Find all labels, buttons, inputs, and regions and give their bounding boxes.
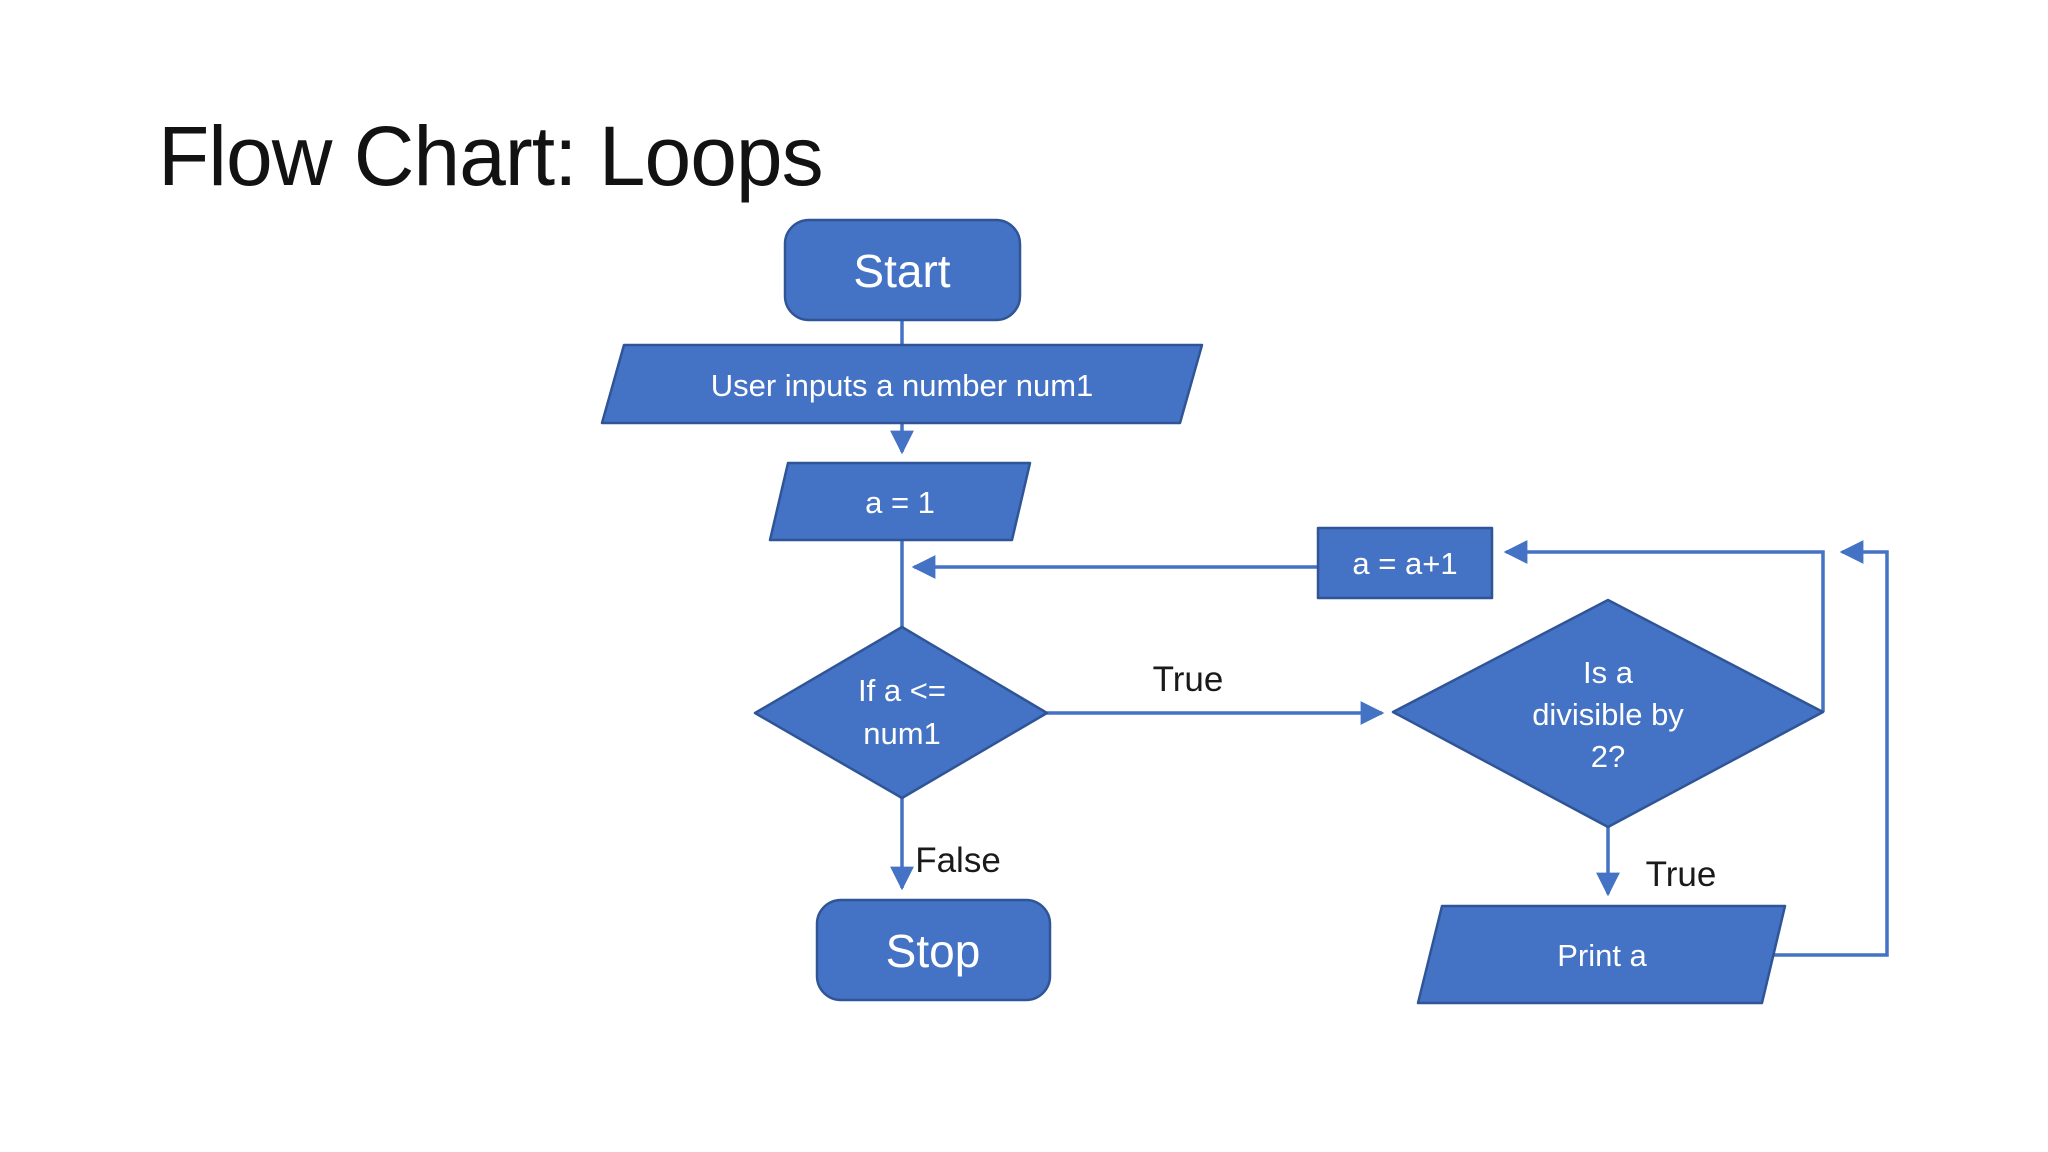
stop-shape <box>815 898 1052 1002</box>
loop-check-shape <box>753 625 1049 800</box>
input-shape <box>600 343 1204 425</box>
edge-label-loop-true: True <box>1153 660 1224 699</box>
even-check-node: Is a divisible by 2? <box>1391 598 1825 829</box>
increment-node: a = a+1 <box>1316 526 1494 600</box>
even-check-label-line3: 2? <box>1591 739 1625 774</box>
init-node: a = 1 <box>768 461 1032 542</box>
even-check-shape <box>1391 598 1825 829</box>
print-node: Print a <box>1416 904 1787 1005</box>
input-label: User inputs a number num1 <box>711 368 1094 403</box>
input-node: User inputs a number num1 <box>600 343 1204 425</box>
init-shape <box>768 461 1032 542</box>
connector-print-loopback <box>1774 540 1889 957</box>
even-check-label-line1: Is a <box>1583 655 1634 690</box>
connector-even-to-increment <box>1503 540 1825 712</box>
print-label: Print a <box>1557 938 1647 973</box>
slide-title: Flow Chart: Loops <box>158 109 823 203</box>
loop-check-node: If a <= num1 <box>753 625 1049 800</box>
start-shape <box>783 218 1022 322</box>
even-check-label-line2: divisible by <box>1532 697 1684 732</box>
edge-label-loop-false: False <box>915 841 1001 880</box>
loop-check-label-line1: If a <= <box>858 673 946 708</box>
print-shape <box>1416 904 1787 1005</box>
loop-check-label-line2: num1 <box>863 716 941 751</box>
start-label: Start <box>853 245 950 297</box>
init-label: a = 1 <box>865 485 935 520</box>
increment-shape <box>1316 526 1494 600</box>
edge-label-even-true: True <box>1646 855 1717 894</box>
stop-label: Stop <box>886 925 981 977</box>
stop-node: Stop <box>815 898 1052 1002</box>
start-node: Start <box>783 218 1022 322</box>
increment-label: a = a+1 <box>1352 546 1457 581</box>
